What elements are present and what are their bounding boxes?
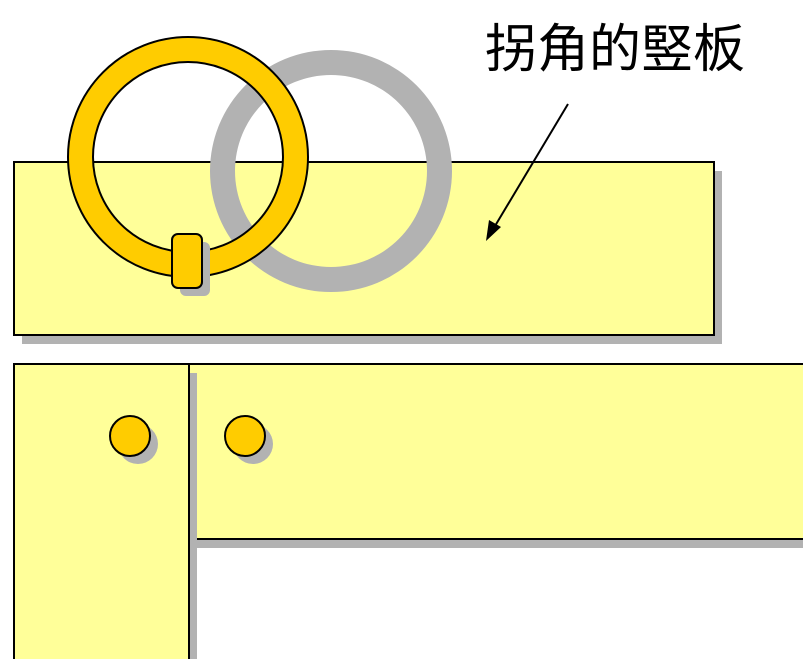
right-knob-body bbox=[224, 415, 266, 457]
lower-vertical-post-body bbox=[13, 363, 190, 659]
right-knob bbox=[224, 415, 273, 464]
upper-panel bbox=[13, 161, 722, 344]
lower-vertical-post bbox=[13, 363, 197, 659]
left-knob-body bbox=[109, 415, 151, 457]
left-knob bbox=[109, 415, 158, 464]
callout-arrow-line bbox=[494, 103, 569, 227]
callout-label: 拐角的竪板 bbox=[485, 20, 745, 80]
ring-handle bbox=[66, 36, 452, 296]
callout-arrow bbox=[486, 103, 569, 241]
ring-clip bbox=[171, 233, 203, 289]
ring-handle-body bbox=[66, 36, 310, 278]
callout-arrow-head bbox=[486, 220, 501, 241]
